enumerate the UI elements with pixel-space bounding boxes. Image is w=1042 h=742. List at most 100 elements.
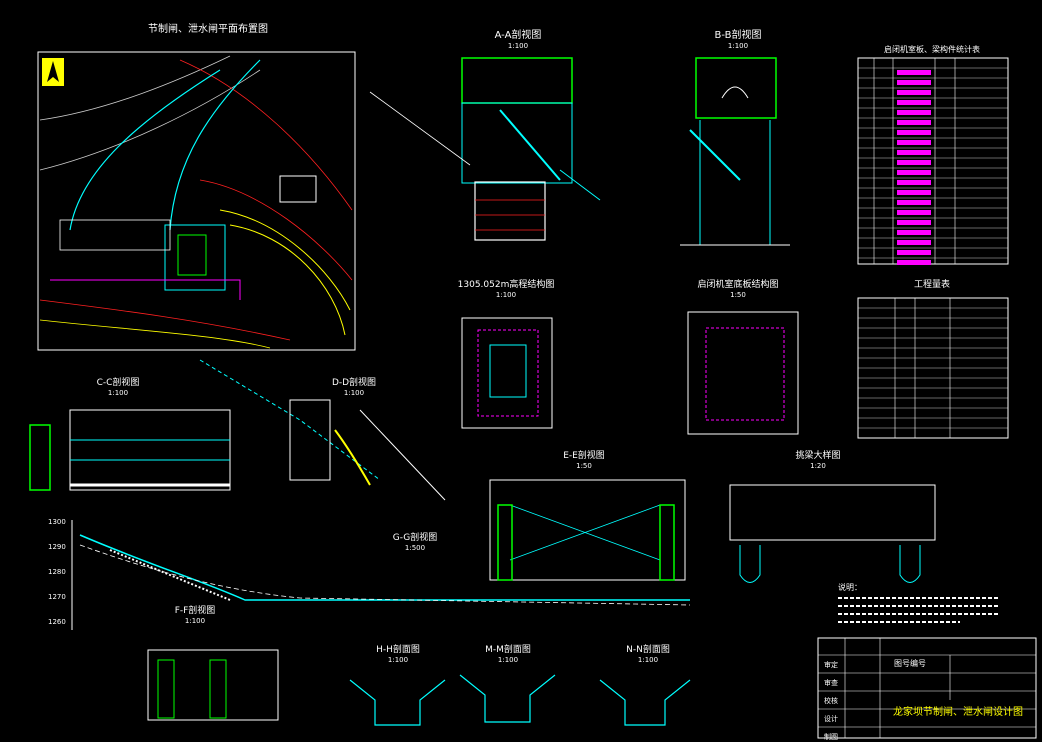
sluice-chamber — [177, 234, 207, 276]
elevation-label: 1270 — [48, 593, 66, 601]
bb-stair — [689, 129, 741, 181]
table-cell-text — [897, 110, 931, 115]
detail-scale: 1:20 — [810, 462, 826, 470]
canal-edge — [169, 59, 261, 231]
dd-section: D-D剖视图 1:100 — [199, 359, 446, 501]
aa-gate — [474, 181, 546, 241]
title-block-row-label: 校核 — [824, 696, 838, 705]
aa-hoist-room — [461, 57, 573, 104]
table-cell-text — [897, 170, 931, 175]
ff-section: F-F剖视图 1:100 — [147, 604, 279, 721]
table-cell-text — [897, 230, 931, 235]
terrain-line — [79, 544, 691, 606]
mm-title: M-M剖面图 — [485, 643, 531, 655]
sluice-structure — [164, 224, 226, 291]
dd-title: D-D剖视图 — [332, 376, 376, 388]
title-block-row-label: 制图 — [824, 732, 838, 741]
plan-view: 节制闸、泄水闸平面布置图 — [37, 22, 356, 351]
elevation-label: 1300 — [48, 518, 66, 526]
contour-line — [39, 55, 231, 121]
ff-title: F-F剖视图 — [175, 604, 216, 616]
elevation-label: 1280 — [48, 568, 66, 576]
contour-line — [199, 179, 353, 281]
magenta-boundary — [50, 279, 241, 300]
hoist-floor-plan: 启闭机室底板结构图 1:50 — [687, 278, 799, 435]
elevation-structure-plan: 1305.052m高程结构图 1:100 — [458, 278, 555, 429]
table-cell-text — [897, 200, 931, 205]
nn-scale: 1:100 — [638, 656, 658, 664]
table-cell-text — [897, 210, 931, 215]
table-cell-text — [897, 180, 931, 185]
title-block-row-label: 审定 — [824, 660, 838, 669]
hh-section: H-H剖面图 1:100 — [349, 643, 446, 726]
elev-scale: 1:100 — [496, 291, 516, 299]
ee-scale: 1:50 — [576, 462, 592, 470]
ee-section: E-E剖视图 1:50 — [489, 449, 686, 581]
contour-line — [39, 299, 291, 341]
table-cell-text — [897, 250, 931, 255]
gg-title: G-G剖视图 — [393, 531, 438, 543]
plan-view-title: 节制闸、泄水闸平面布置图 — [148, 22, 268, 35]
bb-section: B-B剖视图 1:100 — [680, 28, 790, 246]
table-cell-text — [897, 150, 931, 155]
mm-scale: 1:100 — [498, 656, 518, 664]
hh-scale: 1:100 — [388, 656, 408, 664]
cc-title: C-C剖视图 — [97, 376, 140, 388]
cc-scale: 1:100 — [108, 389, 128, 397]
nn-title: N-N剖面图 — [626, 643, 670, 655]
quantities-table: 工程量表 — [857, 278, 1009, 439]
dd-scale: 1:100 — [344, 389, 364, 397]
bb-hoist-room — [695, 57, 777, 119]
ff-scale: 1:100 — [185, 617, 205, 625]
notes: 说明： — [838, 582, 1000, 623]
aa-scale: 1:100 — [508, 42, 528, 50]
north-arrow-icon — [42, 58, 64, 86]
note-box — [279, 175, 317, 203]
ee-title: E-E剖视图 — [563, 449, 605, 461]
channel-block — [59, 219, 171, 251]
drawing-number-label: 图号编号 — [894, 658, 926, 668]
project-title: 龙家坝节制闸、泄水闸设计图 — [893, 705, 1023, 718]
nn-section: N-N剖面图 1:100 — [599, 643, 691, 726]
title-block-row-label: 设计 — [824, 714, 838, 723]
elev-title: 1305.052m高程结构图 — [458, 278, 555, 290]
aa-pier — [461, 102, 573, 184]
table-cell-text — [897, 70, 931, 75]
rebar-table-title: 启闭机室板、梁构件统计表 — [884, 44, 980, 54]
table-cell-text — [897, 160, 931, 165]
aa-stair — [499, 109, 561, 181]
rebar-table: 启闭机室板、梁构件统计表 — [857, 44, 1009, 265]
contour-line — [229, 224, 346, 336]
quantities-title: 工程量表 — [914, 278, 950, 290]
contour-line — [39, 319, 271, 349]
table-cell-text — [897, 90, 931, 95]
cc-section: C-C剖视图 1:100 — [29, 376, 231, 491]
elevation-label: 1290 — [48, 543, 66, 551]
table-cell-text — [897, 240, 931, 245]
table-cell-text — [897, 220, 931, 225]
aa-section: A-A剖视图 1:100 — [369, 28, 601, 241]
table-cell-text — [897, 190, 931, 195]
hoist-title: 启闭机室底板结构图 — [697, 278, 778, 290]
contour-line — [179, 59, 353, 211]
contour-line — [219, 209, 351, 311]
table-cell-text — [897, 120, 931, 125]
bb-arch — [721, 86, 749, 99]
detail-title: 挑梁大样图 — [795, 449, 840, 461]
canal-bed-line — [79, 534, 690, 601]
bb-title: B-B剖视图 — [715, 28, 762, 41]
title-block-row-label: 审查 — [824, 678, 838, 687]
canal-edge — [69, 69, 221, 231]
bb-scale: 1:100 — [728, 42, 748, 50]
beam-detail: 挑梁大样图 1:20 — [729, 449, 936, 583]
hh-title: H-H剖面图 — [376, 643, 420, 655]
mm-section: M-M剖面图 1:100 — [459, 643, 556, 723]
table-cell-text — [897, 80, 931, 85]
gg-scale: 1:500 — [405, 544, 425, 552]
table-cell-text — [897, 130, 931, 135]
hoist-scale: 1:50 — [730, 291, 746, 299]
plan-view-frame — [37, 51, 356, 351]
